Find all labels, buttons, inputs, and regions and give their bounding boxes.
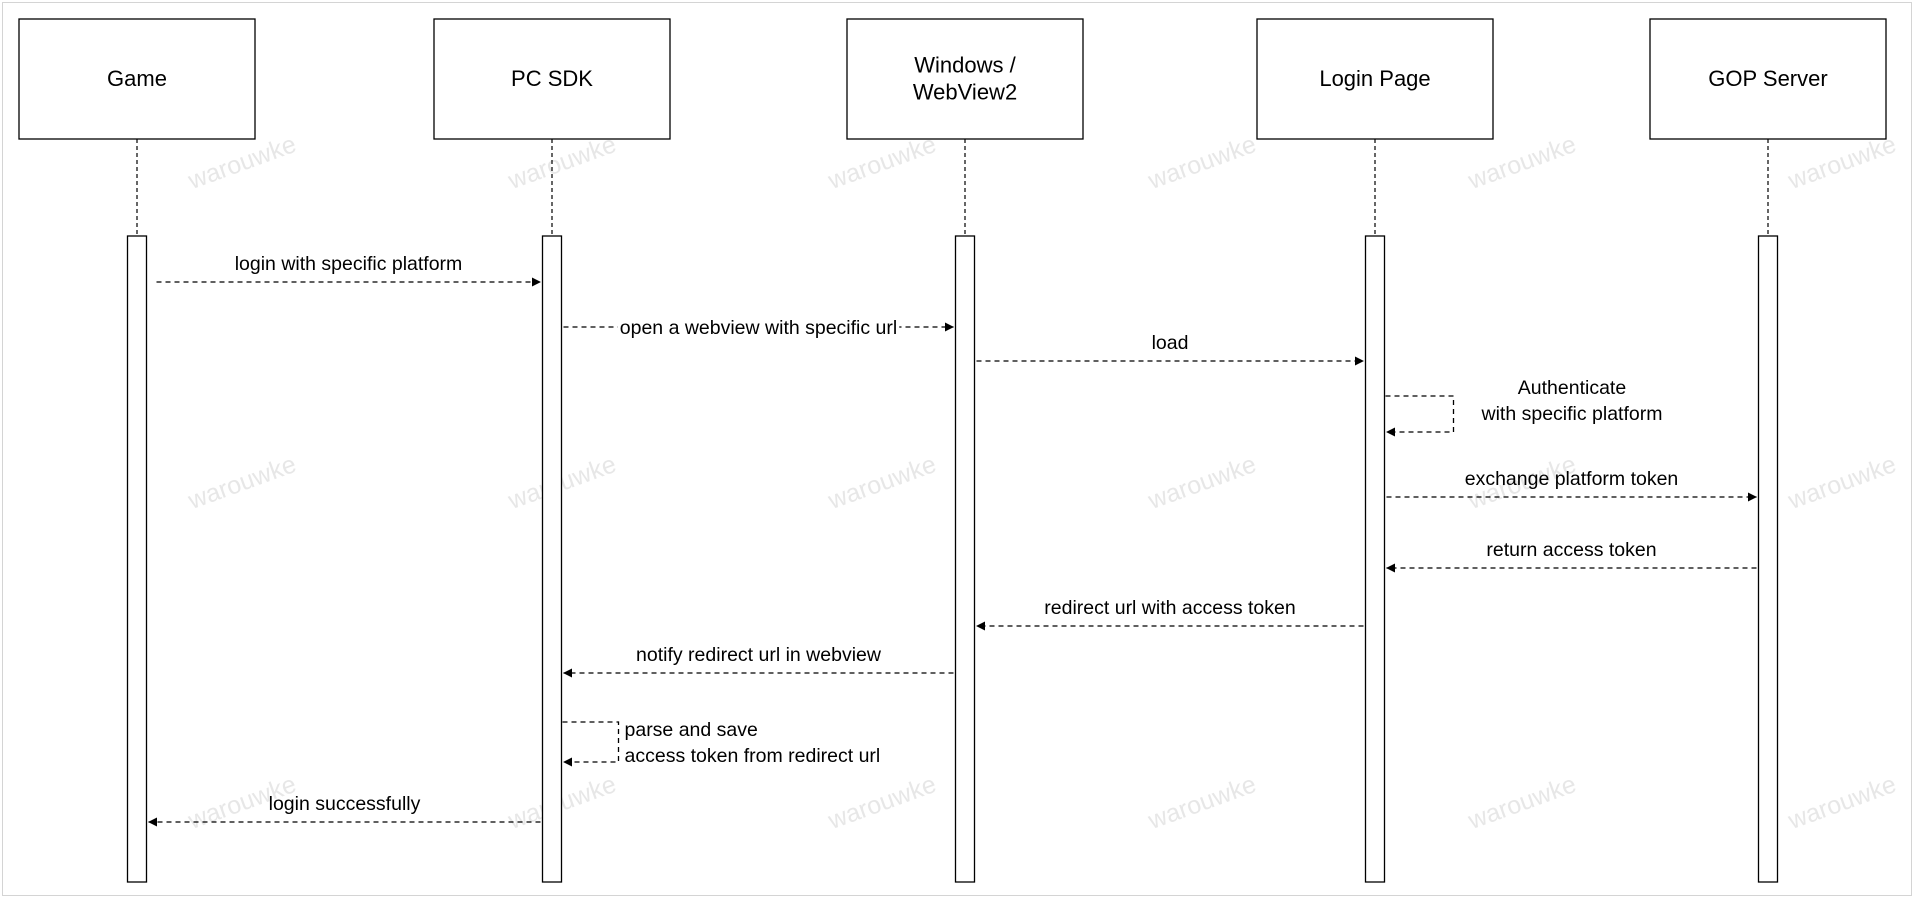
message-label: load [1152,332,1189,354]
watermark-text: warouwke [184,450,300,515]
activation-bar-pc-sdk [541,235,563,883]
participant-box-windows-webview2 [846,18,1084,140]
participant-label: GOP Server [1708,66,1827,91]
watermark-text: warouwke [1144,130,1260,195]
message-label: open a webview with specific url [620,317,897,339]
activation-bar-login-page [1364,235,1386,883]
participant-label: Login Page [1319,66,1430,91]
self-message-arrow-parse-and-save [562,721,620,767]
activation-bar-gop-server [1757,235,1779,883]
message-label: parse and save [625,719,758,741]
watermark-text: warouwke [824,130,940,195]
watermark-text: warouwke [1464,130,1580,195]
participant-box-gop-server [1649,18,1887,140]
message-label: exchange platform token [1465,468,1679,490]
watermark-text: warouwke [824,450,940,515]
message-label: login with specific platform [235,253,463,275]
activation-bar-windows-webview2 [954,235,976,883]
activation-bar-game [126,235,148,883]
participant-label: PC SDK [511,66,593,91]
participant-label: Windows / [914,53,1016,78]
watermark-text: warouwke [1784,450,1900,515]
self-message-arrow-authenticate [1385,395,1455,437]
watermark-text: warouwke [184,130,300,195]
participant-box-pc-sdk [433,18,671,140]
message-label: return access token [1486,539,1656,561]
watermark-text: warouwke [504,130,620,195]
watermark-text: warouwke [1464,770,1580,835]
participant-box-game [18,18,256,140]
participant-label: Game [107,66,167,91]
message-label: login successfully [269,793,421,815]
message-label-background [617,317,900,339]
watermark-text: warouwke [824,770,940,835]
message-label: access token from redirect url [625,745,881,767]
participant-label: WebView2 [913,80,1017,105]
message-label: notify redirect url in webview [636,644,882,666]
message-label: Authenticate [1518,377,1626,399]
message-label: with specific platform [1481,403,1663,425]
watermark-text: warouwke [1144,770,1260,835]
participant-box-login-page [1256,18,1494,140]
watermark-text: warouwke [1144,450,1260,515]
watermark-text: warouwke [1784,130,1900,195]
message-label: redirect url with access token [1044,597,1295,619]
watermark-text: warouwke [1784,770,1900,835]
